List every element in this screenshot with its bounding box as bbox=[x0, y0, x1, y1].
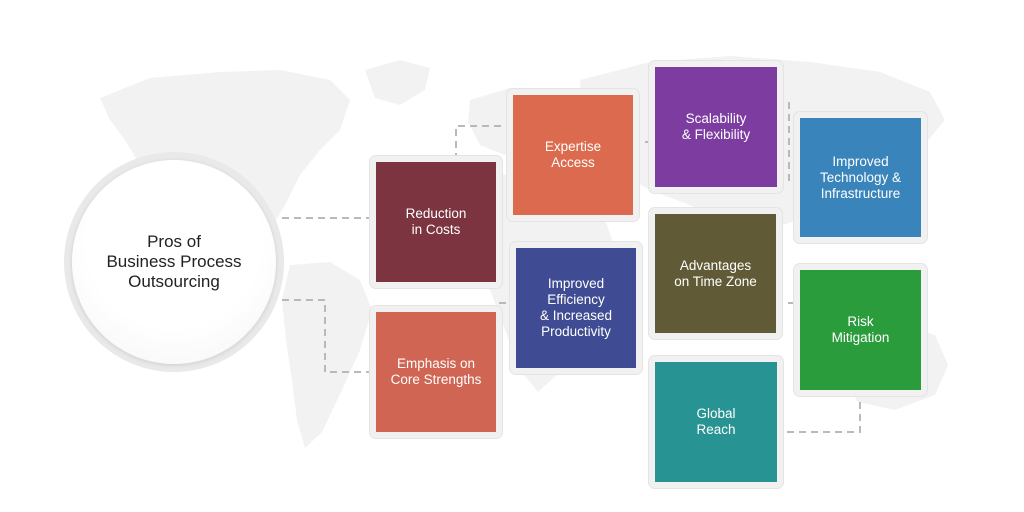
tile-improved-technology: Improved Technology & Infrastructure bbox=[794, 112, 927, 243]
tile-advantages-on-time-zone: Advantages on Time Zone bbox=[649, 208, 782, 339]
tile-label: Improved Technology & Infrastructure bbox=[819, 153, 902, 201]
tile-label: Reduction in Costs bbox=[405, 206, 467, 237]
tile-expertise-access: Expertise Access bbox=[507, 89, 639, 221]
tile-improved-efficiency: Improved Efficiency & Increased Producti… bbox=[510, 242, 642, 374]
tile-label: Global Reach bbox=[696, 406, 736, 437]
tile-label: Scalability & Flexibility bbox=[681, 111, 751, 142]
tile-label: Advantages on Time Zone bbox=[674, 257, 757, 289]
tile-label: Emphasis on Core Strengths bbox=[390, 356, 482, 387]
connector-reduction-to-expertise bbox=[436, 125, 513, 165]
tile-label: Risk Mitigation bbox=[831, 314, 890, 345]
north-america-shape bbox=[100, 70, 350, 245]
greenland-shape bbox=[365, 60, 430, 105]
south-america-shape bbox=[282, 262, 372, 448]
tile-emphasis-on-core-strengths: Emphasis on Core Strengths bbox=[370, 306, 502, 438]
connector-hub-to-emphasis bbox=[282, 299, 376, 373]
central-hub-circle: Pros of Business Process Outsourcing bbox=[72, 160, 276, 364]
hub-title: Pros of Business Process Outsourcing bbox=[106, 232, 242, 291]
tile-label: Expertise Access bbox=[544, 139, 602, 170]
tile-label: Improved Efficiency & Increased Producti… bbox=[539, 276, 613, 339]
tile-scalability-flexibility: Scalability & Flexibility bbox=[649, 61, 783, 193]
connector-risk-to-global bbox=[777, 390, 861, 433]
tile-risk-mitigation: Risk Mitigation bbox=[794, 264, 927, 396]
tile-reduction-in-costs: Reduction in Costs bbox=[370, 156, 502, 288]
tile-global-reach: Global Reach bbox=[649, 356, 783, 488]
connector-scalability-to-technology bbox=[777, 101, 800, 181]
